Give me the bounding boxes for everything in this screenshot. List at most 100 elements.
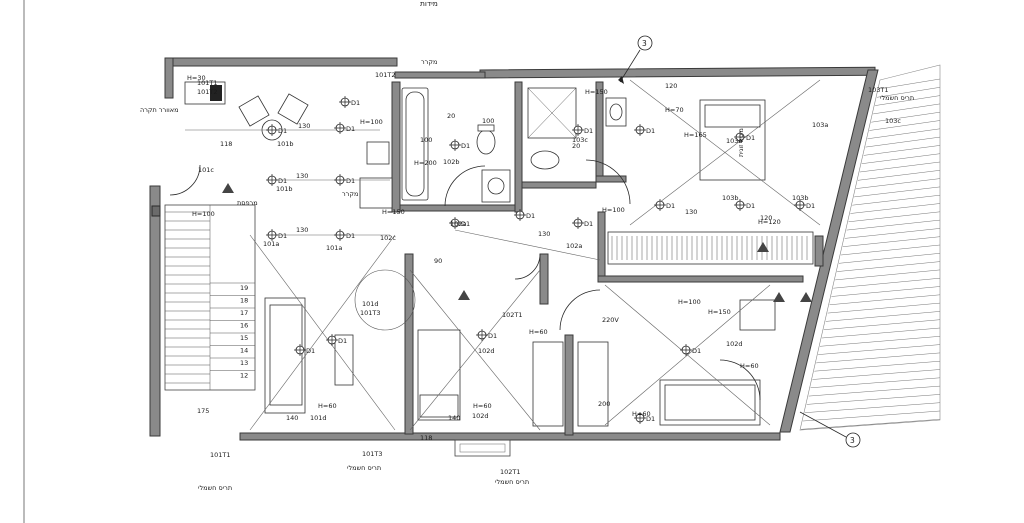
- svg-text:140: 140: [448, 414, 460, 422]
- section-marker-top: 3: [618, 35, 653, 84]
- svg-text:תריס חשמלי: תריס חשמלי: [347, 464, 381, 472]
- svg-text:130: 130: [538, 230, 550, 238]
- svg-text:מאוורר תקרה: מאוורר תקרה: [140, 106, 179, 114]
- light-cross: [266, 174, 278, 186]
- stair-number: 15: [240, 334, 248, 342]
- svg-text:101c: 101c: [198, 166, 214, 174]
- hatch-line: [808, 385, 941, 397]
- svg-text:175: 175: [197, 407, 209, 415]
- desk: [739, 299, 776, 331]
- coffee-table: [334, 334, 354, 386]
- stair-number: 19: [240, 284, 248, 292]
- light-label: D1: [306, 347, 315, 355]
- light-label: D1: [746, 202, 755, 210]
- svg-text:H=150: H=150: [585, 88, 608, 96]
- svg-text:102c: 102c: [380, 234, 396, 242]
- svg-text:102d: 102d: [472, 412, 489, 420]
- light-cross: [572, 124, 584, 136]
- hatch-line: [814, 360, 941, 372]
- svg-text:200: 200: [598, 400, 610, 408]
- hatch-line: [818, 344, 941, 355]
- light-cross: [334, 122, 346, 134]
- svg-text:102d: 102d: [478, 347, 495, 355]
- armchair-2: [277, 93, 309, 125]
- svg-text:H=150: H=150: [708, 308, 731, 316]
- hatch-line: [840, 244, 941, 256]
- light-label: D1: [692, 347, 701, 355]
- light-label: D1: [346, 232, 355, 240]
- svg-text:H=200: H=200: [414, 159, 437, 167]
- svg-text:102b: 102b: [443, 158, 460, 166]
- balcony-hatch: [799, 64, 941, 431]
- light-cross: [266, 229, 278, 241]
- hatch-line: [865, 136, 941, 148]
- svg-text:H=60: H=60: [529, 328, 548, 336]
- light-label: D1: [584, 127, 593, 135]
- light-label: D1: [346, 125, 355, 133]
- light-label: D1: [646, 127, 655, 135]
- svg-text:H=100: H=100: [602, 206, 625, 214]
- svg-text:140: 140: [286, 414, 298, 422]
- hatch-line: [806, 394, 941, 405]
- svg-text:תריס חשמלי: תריס חשמלי: [198, 484, 232, 492]
- wardrobe-2: [577, 341, 609, 427]
- hatch-line: [873, 103, 941, 115]
- light-cross: [680, 344, 692, 356]
- light-label: D1: [746, 134, 755, 142]
- fixtures: [184, 81, 814, 427]
- svg-text:103b: 103b: [722, 194, 739, 202]
- svg-text:103c: 103c: [885, 117, 901, 125]
- hatch-line: [831, 286, 941, 297]
- toilet: [476, 129, 496, 155]
- svg-text:103a: 103a: [812, 121, 828, 129]
- svg-text:מקרר: מקרר: [421, 58, 437, 66]
- svg-text:120: 120: [760, 214, 772, 222]
- svg-text:120: 120: [665, 82, 677, 90]
- svg-text:118: 118: [420, 434, 432, 442]
- stair-number: 14: [240, 347, 248, 355]
- light-cross: [514, 209, 526, 221]
- svg-text:130: 130: [685, 208, 697, 216]
- light-label: D1: [488, 332, 497, 340]
- svg-text:H=30: H=30: [187, 74, 206, 82]
- light-cross: [634, 124, 646, 136]
- svg-text:101d: 101d: [310, 414, 327, 422]
- svg-text:H=100: H=100: [192, 210, 215, 218]
- light-cross: [794, 199, 806, 211]
- light-cross: [734, 199, 746, 211]
- light-label: D1: [461, 220, 470, 228]
- hatch-line: [856, 178, 941, 189]
- svg-text:130: 130: [298, 122, 310, 130]
- svg-text:103T1: 103T1: [868, 86, 889, 94]
- exterior-walls: [149, 57, 879, 441]
- light-cross: [634, 412, 646, 424]
- svg-text:3: 3: [850, 436, 855, 445]
- svg-text:101a: 101a: [263, 240, 279, 248]
- light-cross: [654, 199, 666, 211]
- stair-number: 17: [240, 309, 248, 317]
- stair-number: 16: [240, 322, 248, 330]
- light-label: D1: [346, 177, 355, 185]
- light-label: D1: [584, 220, 593, 228]
- svg-text:H=165: H=165: [684, 131, 707, 139]
- svg-text:90: 90: [434, 257, 442, 265]
- light-cross: [449, 139, 461, 151]
- hatch-line: [857, 170, 941, 181]
- fridge: [359, 177, 393, 209]
- hatch-line: [804, 402, 941, 413]
- svg-text:130: 130: [296, 172, 308, 180]
- hatch-line: [801, 419, 941, 430]
- kitchen-sink: [366, 141, 390, 165]
- svg-text:101T2: 101T2: [375, 71, 396, 79]
- hatch-line: [821, 327, 941, 339]
- hatch-line: [846, 219, 941, 231]
- svg-text:101T3: 101T3: [362, 450, 383, 458]
- svg-text:102a: 102a: [450, 220, 466, 228]
- svg-text:מרפסת: מרפסת: [237, 199, 258, 207]
- svg-text:130: 130: [296, 226, 308, 234]
- svg-text:H=70: H=70: [665, 106, 684, 114]
- svg-text:101T1: 101T1: [210, 451, 231, 459]
- svg-text:101a: 101a: [326, 244, 342, 252]
- hatch-line: [825, 311, 941, 322]
